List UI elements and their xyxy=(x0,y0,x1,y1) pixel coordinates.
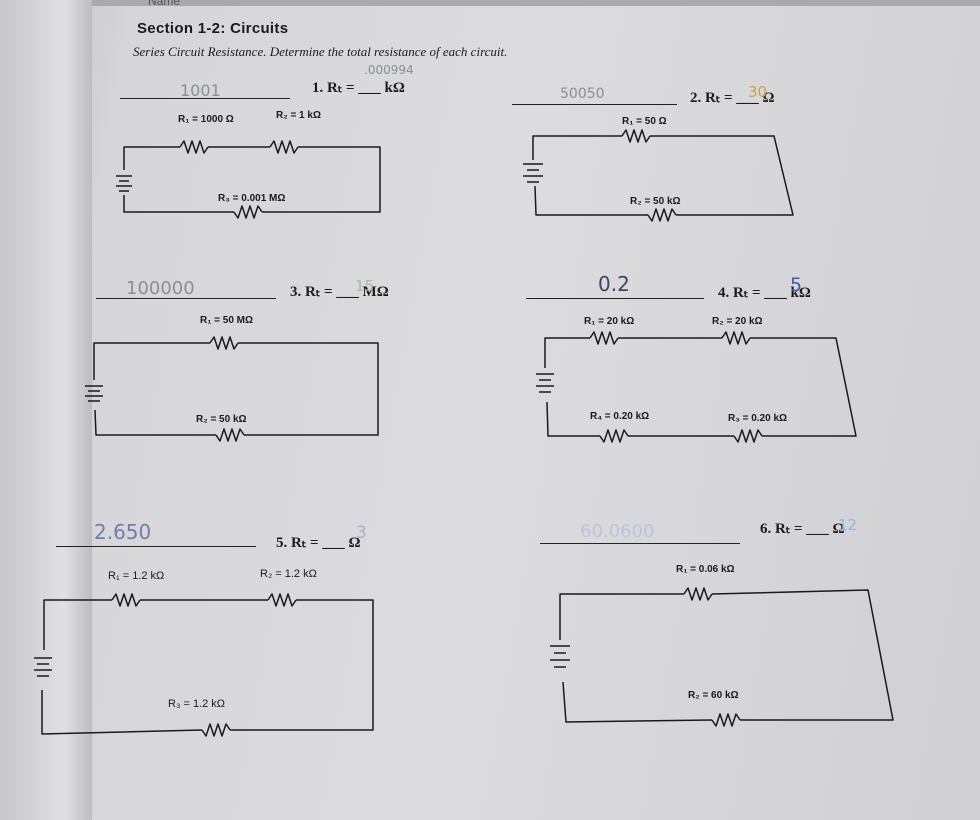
work-2: 50050 xyxy=(560,86,605,102)
resistor-label: R₁ = 50 Ω xyxy=(622,116,667,127)
resistor-label: R₄ = 0.20 kΩ xyxy=(590,411,650,422)
resistor-label: R₁ = 0.06 kΩ xyxy=(676,564,735,575)
resistor-label: R₂ = 50 kΩ xyxy=(630,196,681,207)
book-spine xyxy=(0,0,92,820)
work-3: 100000 xyxy=(126,278,195,299)
name-label: Name xyxy=(148,0,181,8)
work-5: 2.650 xyxy=(94,520,152,544)
circuit-2 xyxy=(523,129,794,222)
problem-2-label: 2. Rₜ = ___ Ω xyxy=(690,90,775,106)
answer-2: 30 xyxy=(748,83,768,101)
work-4: 0.2 xyxy=(598,272,630,296)
resistor-label: R₃ = 0.001 MΩ xyxy=(218,193,286,204)
resistor-label: R₂ = 20 kΩ xyxy=(712,316,763,327)
resistor-label: R₂ = 1.2 kΩ xyxy=(260,568,317,580)
answer-3: 15 xyxy=(355,277,375,295)
problem-6-label: 6. Rₜ = ___ Ω xyxy=(760,521,845,537)
answer-note-1: .000994 xyxy=(364,63,414,77)
answer-line-3 xyxy=(96,298,276,299)
resistor-label: R₁ = 1.2 kΩ xyxy=(108,570,165,582)
resistor-label: R₂ = 1 kΩ xyxy=(276,110,321,121)
answer-5: 3 xyxy=(356,523,367,543)
resistor-label: R₂ = 60 kΩ xyxy=(688,690,739,701)
answer-6: 12 xyxy=(838,516,858,534)
resistor-label: R₁ = 50 MΩ xyxy=(200,315,254,326)
problem-1-label: 1. Rₜ = ___ kΩ xyxy=(312,80,405,96)
problem-5-label: 5. Rₜ = ___ Ω xyxy=(276,535,361,551)
answer-line-4 xyxy=(526,298,704,299)
resistor-label: R₃ = 1.2 kΩ xyxy=(168,698,226,710)
answer-line-5 xyxy=(56,546,256,547)
problem-3-label: 3. Rₜ = ___ MΩ xyxy=(290,284,389,300)
circuit-6 xyxy=(550,587,894,727)
answer-4: 5 xyxy=(790,274,803,296)
circuit-5 xyxy=(34,593,374,737)
answer-line-2 xyxy=(512,104,677,105)
instructions: Series Circuit Resistance. Determine the… xyxy=(133,44,508,59)
page-edge xyxy=(92,0,980,6)
answer-line-6 xyxy=(540,543,740,544)
answer-line-1 xyxy=(120,98,290,99)
circuit-1 xyxy=(116,140,381,219)
circuit-4 xyxy=(536,331,857,443)
section-title: Section 1-2: Circuits xyxy=(137,20,289,37)
resistor-label: R₁ = 20 kΩ xyxy=(584,316,635,327)
work-1: 1001 xyxy=(180,81,221,100)
work-6: 60.0600 xyxy=(580,521,655,542)
resistor-label: R₁ = 1000 Ω xyxy=(178,114,234,125)
resistor-label: R₂ = 50 kΩ xyxy=(196,414,247,425)
problem-4-label: 4. Rₜ = ___ kΩ xyxy=(718,285,811,301)
circuit-3 xyxy=(85,336,379,442)
resistor-label: R₃ = 0.20 kΩ xyxy=(728,413,788,424)
